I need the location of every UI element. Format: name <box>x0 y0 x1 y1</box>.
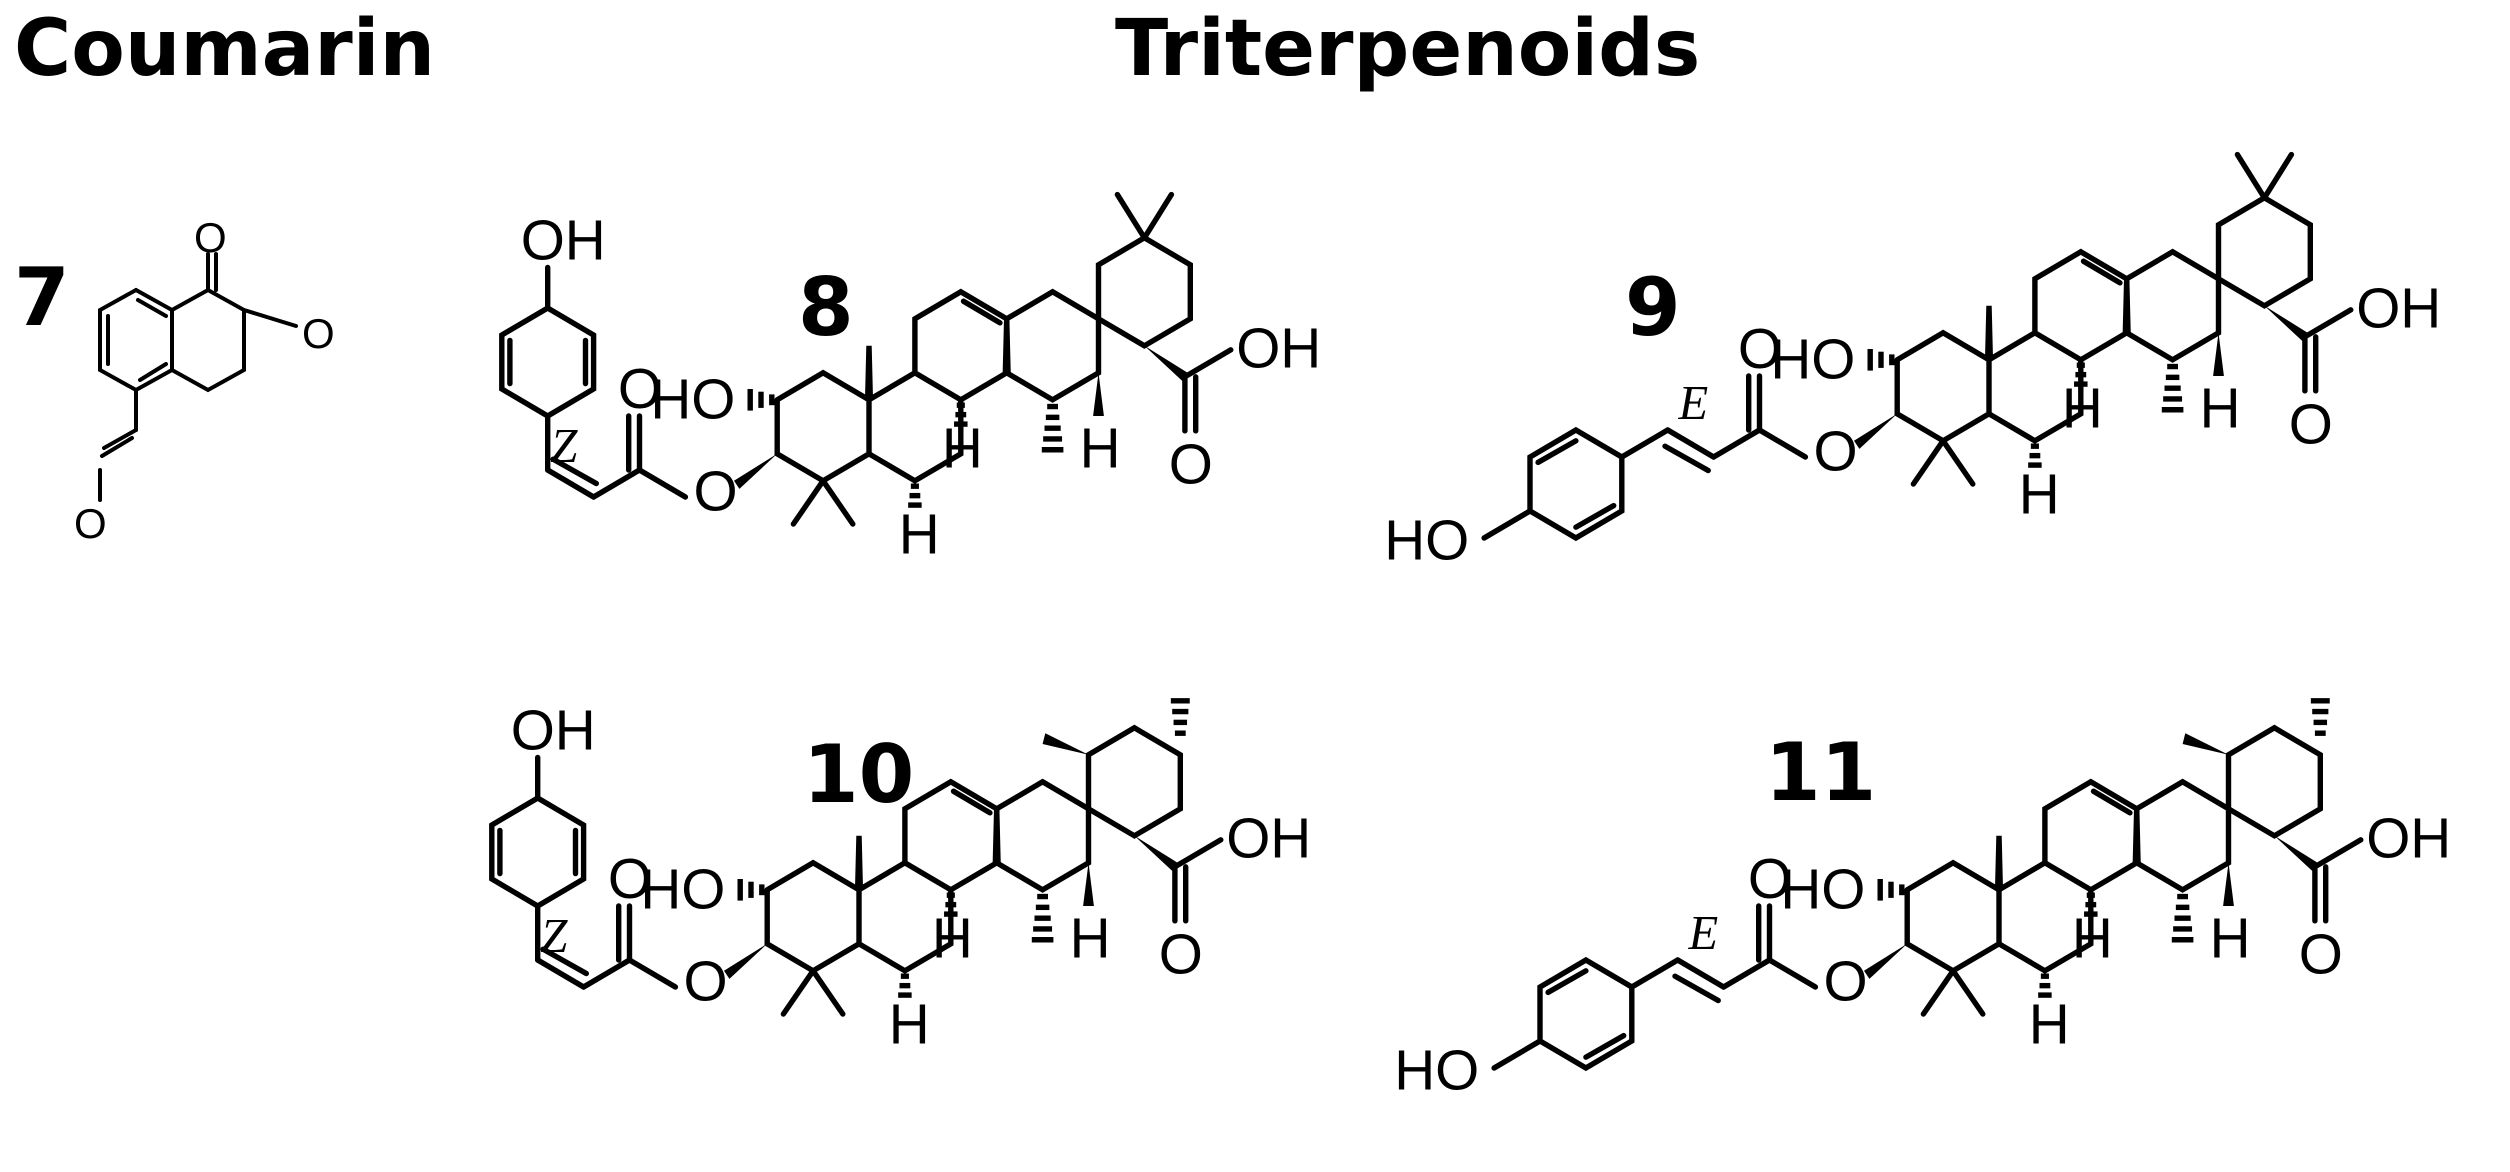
heading-coumarin: Coumarin <box>14 4 436 94</box>
compound-7-structure: O O O <box>74 214 335 547</box>
compound-10-structure <box>492 699 1311 1056</box>
svg-text:O: O <box>74 500 107 547</box>
compound-8-structure <box>502 195 1321 567</box>
svg-text:O: O <box>194 214 227 261</box>
compound-number-7: 7 <box>14 251 70 344</box>
compound-number-11: 11 <box>1765 726 1877 819</box>
compound-9-structure <box>1384 155 2441 573</box>
heading-triterpenoids: Triterpenoids <box>1115 4 1701 94</box>
svg-text:O: O <box>302 310 335 357</box>
compound-number-8: 8 <box>798 261 854 354</box>
compound-number-9: 9 <box>1625 261 1681 354</box>
compound-11-structure <box>1394 701 2451 1103</box>
compound-number-10: 10 <box>803 728 915 821</box>
